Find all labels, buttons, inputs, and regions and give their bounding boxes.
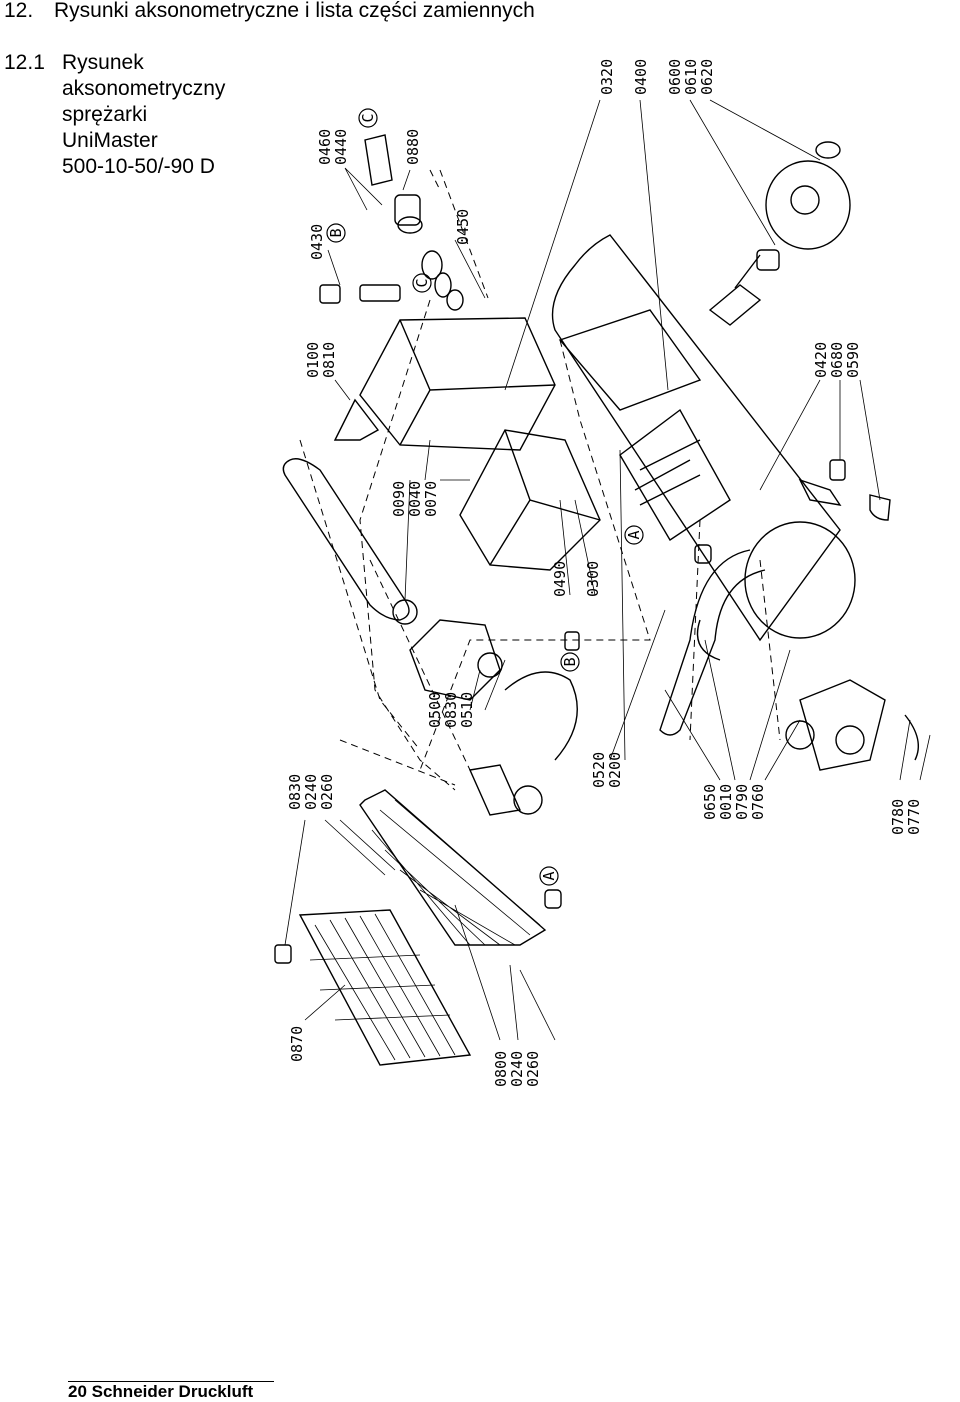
part-label-0200: 0200 — [606, 752, 624, 788]
marker-letter-C: C — [413, 278, 431, 287]
marker-circle-C — [358, 108, 378, 128]
marker-letter-A: A — [625, 530, 643, 539]
part-label-0500: 0500 — [426, 692, 444, 728]
marker-letter-B: B — [327, 228, 345, 237]
part-label-0260: 0260 — [318, 774, 336, 810]
grille-panels — [274, 764, 547, 1066]
part-label-0800: 0800 — [492, 1051, 510, 1087]
part-label-0760: 0760 — [749, 784, 767, 820]
handle-pipe — [659, 549, 766, 736]
subsection-title-line: UniMaster — [62, 129, 158, 152]
part-label-0650: 0650 — [701, 784, 719, 820]
part-label-0440: 0440 — [332, 129, 350, 165]
subsection-title-line: 500-10-50/-90 D — [62, 155, 215, 178]
part-label-0830: 0830 — [442, 692, 460, 728]
part-label-0460: 0460 — [316, 129, 334, 165]
section-heading: 12. Rysunki aksonometryczne i lista częśc… — [4, 0, 535, 24]
part-label-0770: 0770 — [905, 799, 923, 835]
wheel-assembly — [708, 141, 851, 326]
part-label-0780: 0780 — [889, 799, 907, 835]
part-label-0620: 0620 — [698, 59, 716, 95]
part-label-0300: 0300 — [584, 561, 602, 597]
part-label-0240: 0240 — [302, 774, 320, 810]
marker-circle-C — [412, 273, 432, 293]
part-label-0420: 0420 — [812, 342, 830, 378]
part-label-0070: 0070 — [422, 481, 440, 517]
part-label-0430: 0430 — [308, 224, 326, 260]
connection-markers: C B C A B A — [326, 108, 644, 886]
part-label-0510: 0510 — [458, 692, 476, 728]
part-label-0490: 0490 — [551, 561, 569, 597]
part-label-0600: 0600 — [666, 59, 684, 95]
marker-circle-A — [539, 866, 559, 886]
part-label-0870: 0870 — [288, 1026, 306, 1062]
part-label-0880: 0880 — [404, 129, 422, 165]
section-title: Rysunki aksonometryczne i lista części z… — [54, 0, 535, 22]
marker-letter-C: C — [359, 113, 377, 122]
page-footer: 20 Schneider Druckluft — [68, 1382, 254, 1401]
section-number: 12. — [4, 0, 34, 22]
pressure-regulator — [785, 679, 919, 771]
part-label-0520: 0520 — [590, 752, 608, 788]
part-label-0680: 0680 — [828, 342, 846, 378]
subsection-title: Rysunek aksonometryczny sprężarki UniMas… — [62, 50, 225, 180]
marker-circle-B — [326, 223, 346, 243]
part-label-0100: 0100 — [304, 342, 322, 378]
marker-circle-B — [560, 652, 580, 672]
part-label-0610: 0610 — [682, 59, 700, 95]
part-label-0830: 0830 — [286, 774, 304, 810]
part-label-0090: 0090 — [390, 481, 408, 517]
tank — [551, 234, 856, 642]
part-label-0810: 0810 — [320, 342, 338, 378]
pressure-switch — [409, 619, 578, 815]
motor-housing — [333, 317, 601, 571]
footer-rule — [68, 1381, 274, 1382]
marker-circle-A — [624, 525, 644, 545]
part-label-0240: 0240 — [508, 1051, 526, 1087]
part-label-0260: 0260 — [524, 1051, 542, 1087]
subsection-title-line: aksonometryczny — [62, 77, 226, 100]
subsection-title-line: Rysunek — [62, 51, 144, 74]
assembly-outline — [299, 169, 781, 791]
subsection-title-line: sprężarki — [62, 103, 148, 126]
marker-letter-A: A — [540, 871, 558, 880]
part-label-0320: 0320 — [598, 59, 616, 95]
leader-lines — [284, 99, 931, 1041]
part-label-0590: 0590 — [844, 342, 862, 378]
part-label-0040: 0040 — [406, 481, 424, 517]
part-label-0450: 0450 — [454, 209, 472, 245]
fittings — [319, 134, 891, 909]
marker-letter-B: B — [561, 657, 579, 666]
part-label-0400: 0400 — [632, 59, 650, 95]
subsection-number: 12.1 — [4, 51, 45, 74]
part-label-0790: 0790 — [733, 784, 751, 820]
part-label-0010: 0010 — [717, 784, 735, 820]
